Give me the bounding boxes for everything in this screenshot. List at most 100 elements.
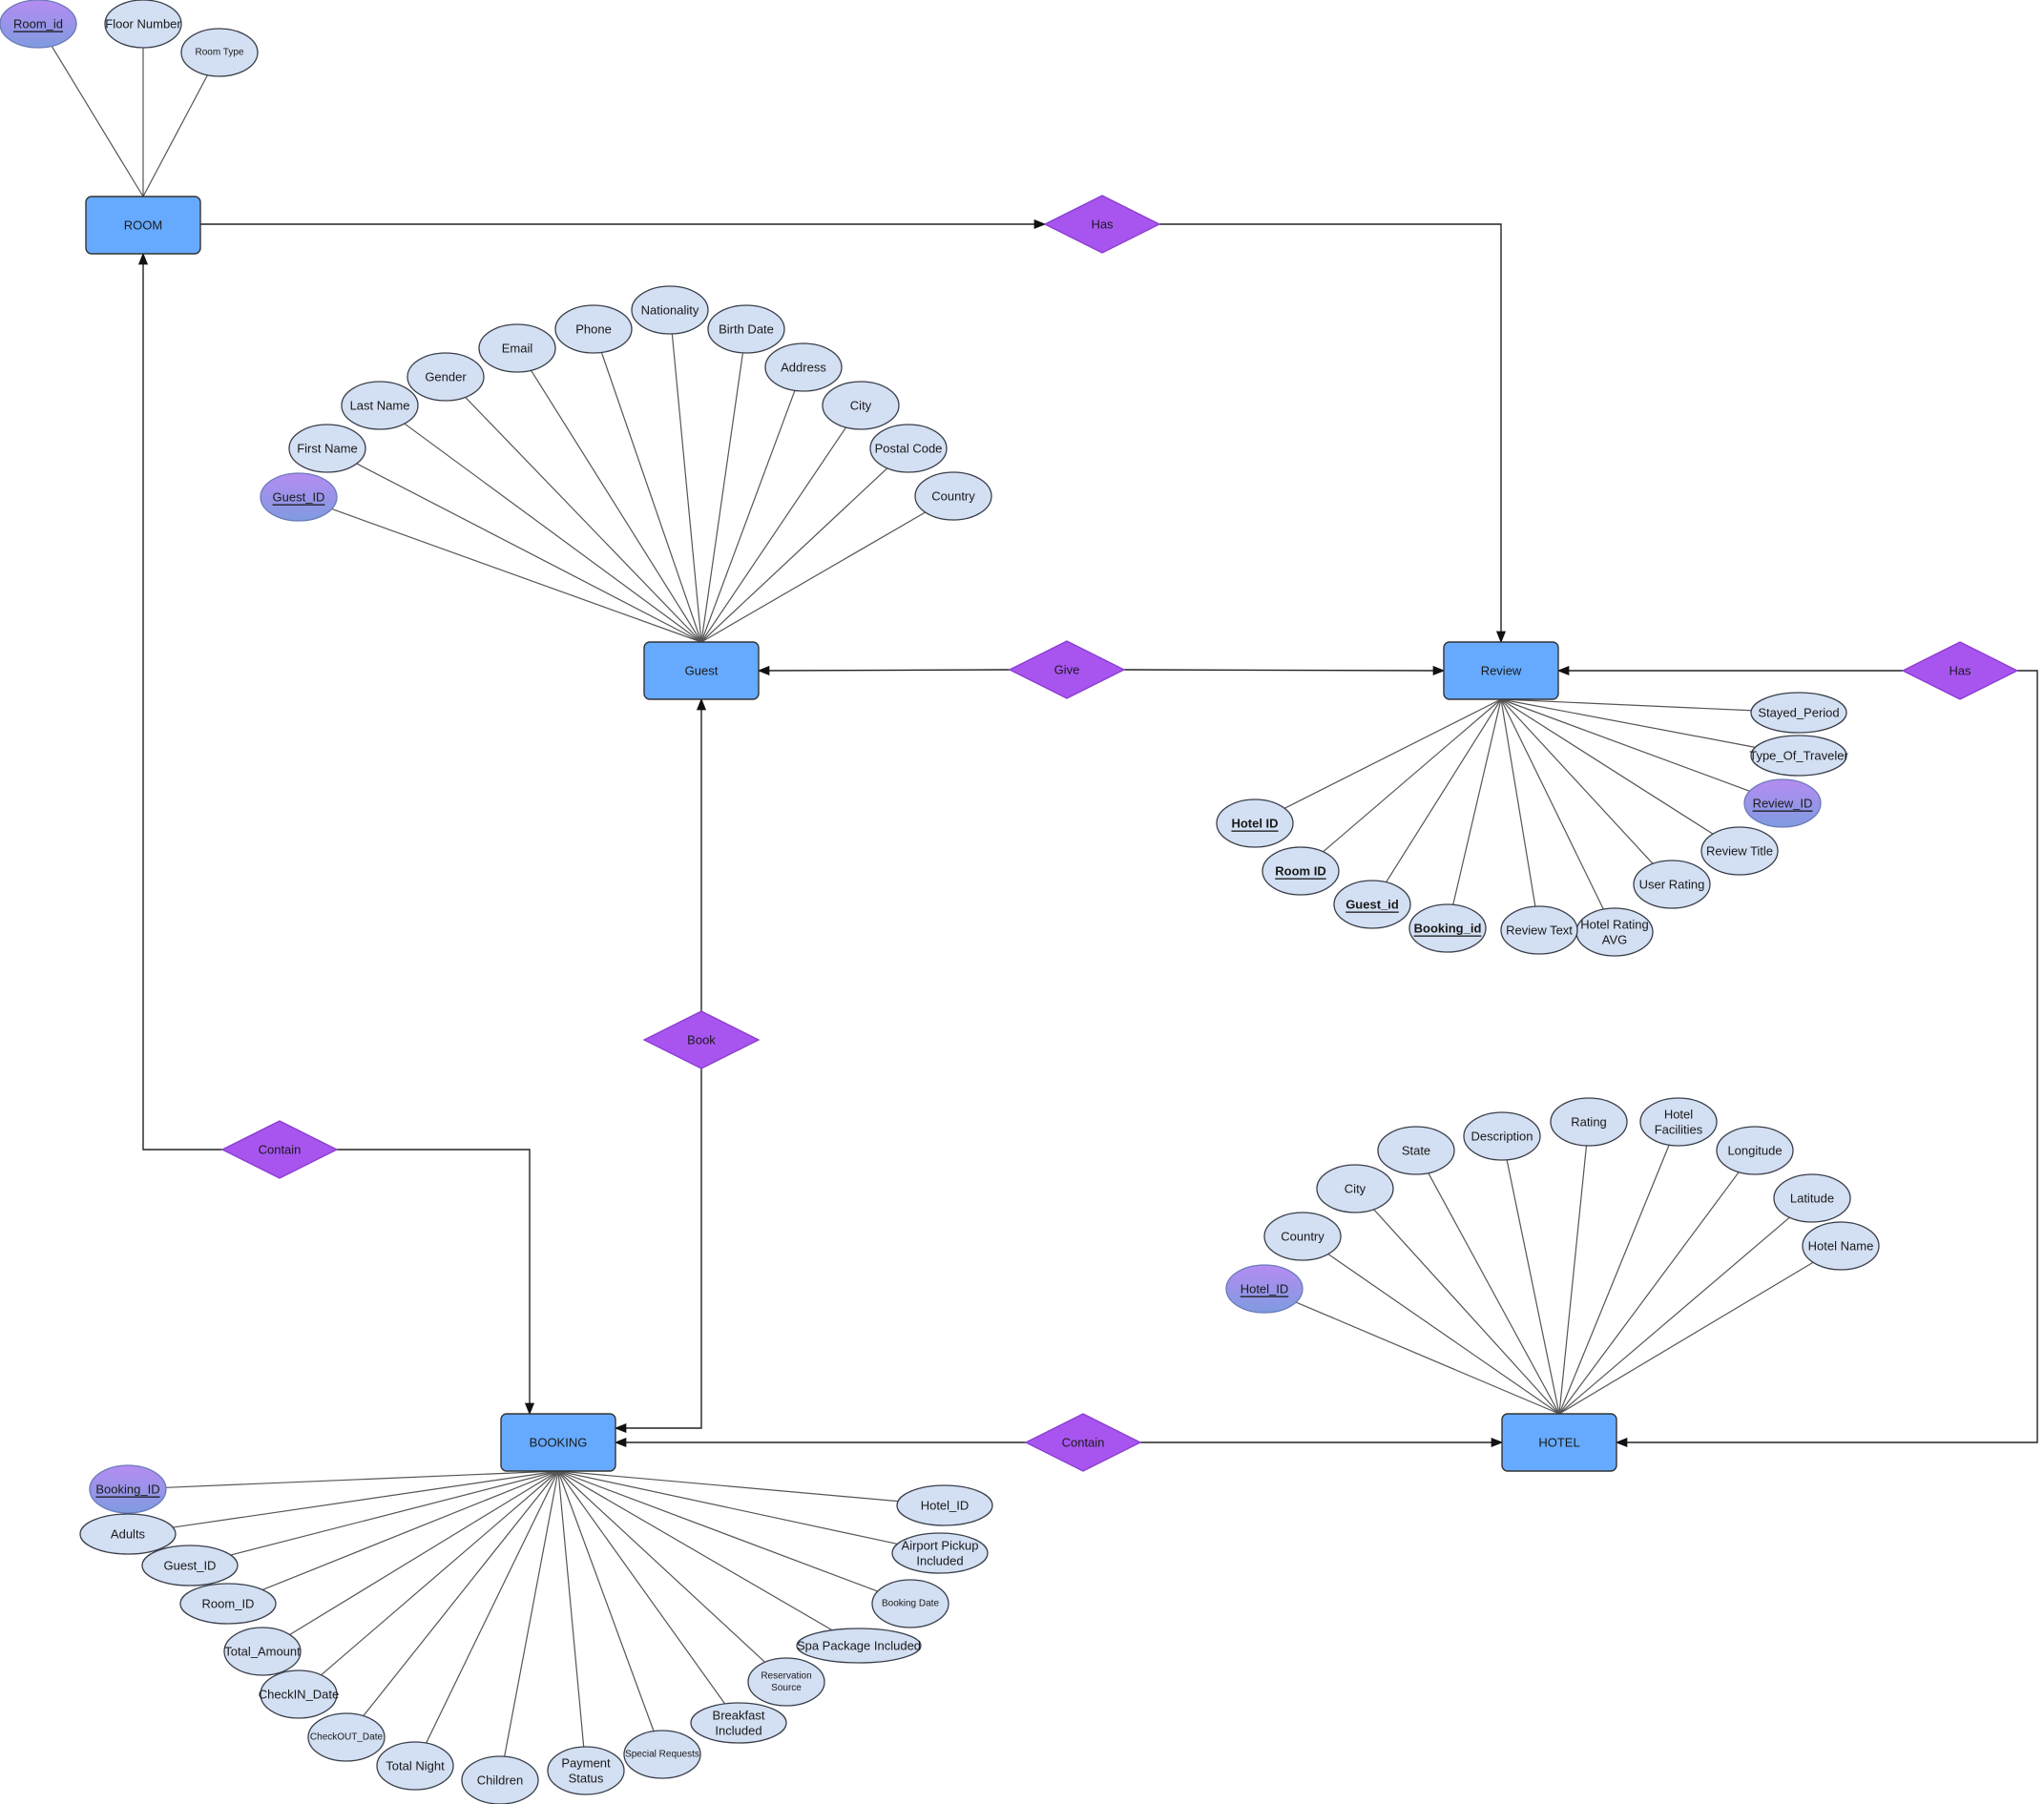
relationship-book[interactable]: Book (642, 1010, 761, 1069)
guest-attr-postal-code[interactable]: Postal Code (869, 424, 948, 473)
relationship-label: Has (1949, 664, 1971, 678)
hotel-attr-state[interactable]: State (1377, 1126, 1455, 1175)
attribute-ellipse (1639, 1097, 1718, 1147)
guest-attr-phone[interactable]: Phone (554, 304, 633, 354)
entity-room[interactable]: ROOM (85, 196, 201, 255)
hotel-attr-hotel-name[interactable]: Hotel Name (1802, 1221, 1880, 1271)
guest-attr-first-name[interactable]: First Name (288, 424, 366, 473)
hotel-attr-longitude[interactable]: Longitude (1716, 1126, 1794, 1175)
room-attr-room-id[interactable]: Room_id (0, 0, 77, 49)
attribute-label: Rating (1571, 1115, 1607, 1130)
review-attr-review-title[interactable]: Review Title (1700, 826, 1779, 876)
entity-box (85, 196, 201, 255)
review-attr-room-id-fk[interactable]: Room ID (1262, 846, 1340, 896)
review-attr-review-text[interactable]: Review Text (1500, 905, 1578, 955)
attribute-label: Address (781, 361, 826, 375)
relationship-contain2[interactable]: Contain (1024, 1413, 1142, 1472)
relationship-label: Give (1054, 663, 1080, 677)
guest-attr-country[interactable]: Country (914, 471, 992, 521)
attribute-label: CheckIN_Date (259, 1688, 340, 1702)
hotel-attr-rating[interactable]: Rating (1550, 1097, 1628, 1147)
booking-attr-booking-date[interactable]: Booking Date (871, 1579, 949, 1628)
hotel-attr-country[interactable]: Country (1263, 1212, 1342, 1261)
booking-attr-hotel-id[interactable]: Hotel_ID (896, 1484, 993, 1526)
guest-attr-address[interactable]: Address (764, 342, 843, 392)
attribute-label: Breakfast (713, 1708, 765, 1722)
room-room_id-connector (51, 46, 144, 197)
attribute-ellipse (764, 342, 843, 392)
attribute-label: Hotel (1664, 1107, 1693, 1121)
review-guest_id_fk-connector (1386, 698, 1502, 883)
book-booking-line (614, 1068, 702, 1434)
room-attr-room-type[interactable]: Room Type (180, 28, 259, 77)
relationship-has2[interactable]: Has (1901, 641, 2019, 700)
entity-guest[interactable]: Guest (643, 641, 760, 700)
attribute-ellipse (104, 0, 182, 49)
hotel-attr-hotel-id[interactable]: Hotel_ID (1225, 1264, 1304, 1314)
attribute-label: Included (916, 1554, 963, 1568)
booking-attr-total-night[interactable]: Total Night (376, 1741, 454, 1791)
booking-attr-checkout-date[interactable]: CheckOUT_Date (307, 1712, 386, 1762)
attribute-ellipse (1463, 1111, 1541, 1161)
entity-label: Guest (685, 664, 719, 678)
review-attr-user-rating[interactable]: User Rating (1633, 860, 1711, 909)
booking-attr-checkin-date[interactable]: CheckIN_Date (259, 1669, 340, 1719)
hotel-hotel_id-connector (1295, 1301, 1560, 1415)
relationship-contain1[interactable]: Contain (220, 1120, 339, 1179)
review-attr-review-id[interactable]: Review_ID (1743, 778, 1822, 828)
contain-room-line (137, 252, 222, 1151)
attribute-label: AVG (1602, 933, 1628, 947)
guest-attr-city[interactable]: City (822, 381, 900, 430)
relationship-has1[interactable]: Has (1043, 195, 1161, 254)
booking-attr-total-amount[interactable]: Total_Amount (223, 1627, 302, 1676)
entity-review[interactable]: Review (1443, 641, 1559, 700)
booking-attr-adults[interactable]: Adults (79, 1513, 177, 1555)
attribute-label: Hotel Name (1808, 1239, 1874, 1254)
entity-hotel[interactable]: HOTEL (1501, 1413, 1617, 1472)
booking-spa_package_included-connector (557, 1470, 833, 1631)
guest-attr-gender[interactable]: Gender (407, 352, 485, 402)
guest-attr-guest-id[interactable]: Guest_ID (260, 472, 338, 522)
review-attr-guest-id-fk[interactable]: Guest_id (1333, 880, 1411, 929)
guest-attr-last-name[interactable]: Last Name (341, 381, 419, 430)
has-review-line (1159, 223, 1507, 644)
attribute-label: First Name (297, 442, 358, 456)
relationship-give[interactable]: Give (1008, 640, 1126, 699)
hotel-attr-city[interactable]: City (1316, 1164, 1394, 1213)
relationship-diamond (1901, 641, 2019, 700)
booking-attr-booking-id[interactable]: Booking_ID (89, 1464, 167, 1514)
booking-attr-room-id[interactable]: Room_ID (179, 1583, 277, 1625)
guest-attr-birth-date[interactable]: Birth Date (707, 304, 785, 354)
entity-box (1501, 1413, 1617, 1472)
booking-attr-guest-id[interactable]: Guest_ID (141, 1545, 239, 1586)
review-attr-booking-id-fk[interactable]: Booking_id (1408, 903, 1487, 953)
hotel-attr-latitude[interactable]: Latitude (1773, 1173, 1851, 1223)
hotel-attr-description[interactable]: Description (1463, 1111, 1541, 1161)
entity-booking[interactable]: BOOKING (500, 1413, 616, 1472)
room-attr-floor-number[interactable]: Floor Number (104, 0, 182, 49)
attribute-ellipse (631, 285, 709, 335)
attribute-ellipse (869, 424, 948, 473)
attribute-label: Room_id (13, 17, 63, 31)
attribute-label: Type_Of_Traveler (1749, 749, 1848, 763)
attribute-label: Airport Pickup (902, 1538, 979, 1552)
review-attr-hotel-id-fk[interactable]: Hotel ID (1216, 798, 1294, 848)
review-attr-stayed-period[interactable]: Stayed_Period (1750, 692, 1847, 734)
attribute-label: Special Requests (625, 1750, 699, 1760)
review-attr-type-of-traveler[interactable]: Type_Of_Traveler (1749, 735, 1848, 777)
booking-attr-special-requests[interactable]: Special Requests (623, 1730, 701, 1779)
booking-attr-spa-package-included[interactable]: Spa Package Included (796, 1628, 922, 1664)
guest-attr-nationality[interactable]: Nationality (631, 285, 709, 335)
guest-attr-email[interactable]: Email (478, 323, 556, 373)
attribute-ellipse (1333, 880, 1411, 929)
booking-hotel_id-connector (557, 1470, 899, 1503)
attribute-ellipse (1316, 1164, 1394, 1213)
attribute-label: Nationality (641, 303, 699, 318)
booking-attr-children[interactable]: Children (461, 1755, 539, 1804)
